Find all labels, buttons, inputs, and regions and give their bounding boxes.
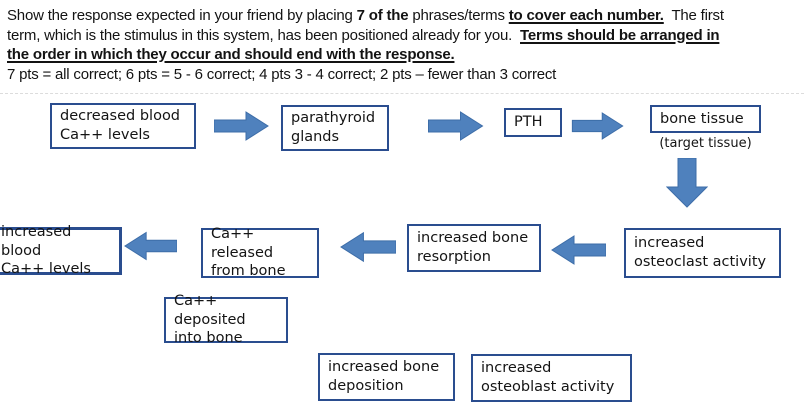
term-box-decreased-blood-ca-levels[interactable]: decreased blood Ca++ levels (50, 103, 196, 149)
instructions-text: Show the response expected in your frien… (7, 6, 801, 84)
instruction-segment: 7 of the (356, 7, 409, 24)
instruction-segment: Show the response expected in your frien… (7, 7, 357, 24)
divider-line (0, 93, 804, 94)
term-box-bone-tissue[interactable]: bone tissue (650, 105, 761, 133)
arrow-right-icon (571, 112, 625, 145)
term-label: parathyroid glands (291, 110, 376, 145)
instruction-segment: phrases/terms (408, 7, 509, 24)
term-label: increased bone deposition (328, 359, 440, 394)
term-label: Ca++ released from bone (211, 225, 286, 280)
scoring-line: 7 pts = all correct; 6 pts = 5 - 6 corre… (7, 65, 801, 85)
instructions-line-3: the order in which they occur and should… (7, 45, 801, 65)
instruction-segment: to cover each number. (508, 7, 664, 24)
term-box-increased-osteoclast-activity[interactable]: increased osteoclast activity (624, 228, 781, 278)
term-label: PTH (514, 114, 543, 131)
arrow-left-icon (340, 231, 397, 268)
term-label: increased osteoblast activity (481, 360, 615, 395)
instruction-segment: The first (663, 7, 724, 24)
term-box-increased-osteoblast-activity[interactable]: increased osteoblast activity (471, 354, 632, 402)
arrow-down-icon (665, 157, 709, 213)
term-label: bone tissue (660, 110, 744, 127)
target-tissue-caption: (target tissue) (659, 136, 752, 151)
term-box-parathyroid-glands[interactable]: parathyroid glands (281, 105, 389, 151)
term-box-pth[interactable]: PTH (504, 108, 562, 137)
instructions-line-1: Show the response expected in your frien… (7, 6, 801, 26)
instruction-segment: 7 pts = all correct; 6 pts = 5 - 6 corre… (7, 65, 557, 83)
term-label: Ca++ deposited into bone (174, 292, 246, 347)
instructions-line-2: term, which is the stimulus in this syst… (7, 26, 801, 46)
term-label: increased bone resorption (417, 230, 529, 265)
arrow-right-icon (213, 111, 269, 146)
arrow-left-icon (551, 234, 607, 271)
term-box-increased-blood-ca-levels[interactable]: increased blood Ca++ levels (0, 224, 122, 277)
term-label: increased osteoclast activity (634, 235, 767, 270)
term-box-increased-bone-resorption[interactable]: increased bone resorption (407, 224, 541, 272)
term-box-increased-bone-deposition[interactable]: increased bone deposition (318, 353, 455, 401)
arrow-right-icon (428, 111, 484, 146)
instruction-segment: term, which is the stimulus in this syst… (7, 26, 521, 44)
term-label: decreased blood Ca++ levels (60, 108, 181, 143)
instruction-segment: the order in which they occur and should… (7, 46, 455, 63)
term-label: increased blood Ca++ levels (1, 223, 91, 278)
term-box-ca-deposited-into-bone[interactable]: Ca++ deposited into bone (164, 293, 288, 346)
arrow-left-icon (124, 230, 178, 267)
term-box-ca-released-from-bone[interactable]: Ca++ released from bone (201, 226, 319, 279)
instruction-segment: Terms should be arranged in (520, 26, 720, 44)
